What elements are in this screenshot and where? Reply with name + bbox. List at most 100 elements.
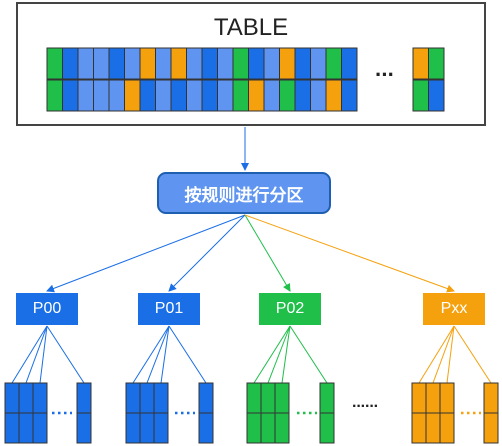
table-row2-cell bbox=[93, 79, 110, 112]
partitions-ellipsis: ······ bbox=[352, 398, 379, 415]
table-row1-cell bbox=[77, 47, 94, 80]
p01-block-cell bbox=[125, 382, 141, 414]
table-tail-row1-cell bbox=[428, 47, 445, 80]
connector-rule-to-p02 bbox=[244, 214, 291, 292]
table-ellipsis: ··· bbox=[375, 62, 395, 87]
table-row1-cell bbox=[46, 47, 63, 80]
table-row2-cell bbox=[62, 79, 79, 112]
table-row2-cell bbox=[232, 79, 249, 112]
p02-small-cell bbox=[319, 382, 335, 414]
p00-block-cell bbox=[18, 412, 34, 444]
p01-block-cell bbox=[153, 382, 169, 414]
pxx-small-cell bbox=[483, 382, 499, 414]
partition-pxx-label: Pxx bbox=[440, 300, 468, 317]
table-row2-cell bbox=[279, 79, 296, 112]
table-row1-cell bbox=[325, 47, 342, 80]
table-row2-cell bbox=[310, 79, 327, 112]
pxx-block-cell bbox=[439, 382, 455, 414]
p00-block-cell bbox=[4, 412, 20, 444]
table-row2-cell bbox=[186, 79, 203, 112]
partition-p01-label: P01 bbox=[154, 300, 184, 317]
pxx-small-cell bbox=[483, 412, 499, 444]
p00-small-cell bbox=[76, 412, 92, 444]
connector-rule-to-p00 bbox=[46, 214, 246, 293]
table-row2-cell bbox=[124, 79, 141, 112]
partition-p02: P02 bbox=[259, 293, 321, 325]
table-row1-cell bbox=[217, 47, 234, 80]
p00-block-cell bbox=[18, 382, 34, 414]
p00-block-cell bbox=[32, 382, 48, 414]
p01-branch-line bbox=[146, 325, 170, 384]
table-row2-cell bbox=[139, 79, 156, 112]
pxx-branch-line bbox=[446, 325, 455, 384]
pxx-block-cell bbox=[439, 412, 455, 444]
pxx-block-cell bbox=[411, 412, 427, 444]
table-tail-row1-cell bbox=[412, 47, 429, 80]
table-row2-cell bbox=[108, 79, 125, 112]
table-row2-cell bbox=[170, 79, 187, 112]
p00-branch-line bbox=[39, 325, 48, 384]
table-cells bbox=[46, 47, 445, 112]
table-row1-cell bbox=[263, 47, 280, 80]
p01-branch-line bbox=[132, 325, 170, 384]
p01-block-cell bbox=[139, 412, 155, 444]
p02-block-cell bbox=[246, 412, 262, 444]
table-row2-cell bbox=[217, 79, 234, 112]
p02-small-cell bbox=[319, 412, 335, 444]
table-row2-cell bbox=[294, 79, 311, 112]
p00-branch-line bbox=[11, 325, 48, 384]
table-title: TABLE bbox=[213, 14, 289, 41]
table-row1-cell bbox=[232, 47, 249, 80]
p02-block-cell bbox=[274, 382, 290, 414]
table-row1-cell bbox=[108, 47, 125, 80]
table-row1-cell bbox=[201, 47, 218, 80]
table-row2-cell bbox=[263, 79, 280, 112]
table-row1-cell bbox=[139, 47, 156, 80]
p02-branch-line bbox=[289, 325, 328, 384]
p01-block-cell bbox=[125, 412, 141, 444]
partition-p00: P00 bbox=[16, 293, 78, 325]
pxx-block-cell bbox=[411, 382, 427, 414]
partition-rule-box: 按规则进行分区 bbox=[157, 172, 331, 214]
p00-block-cell bbox=[4, 382, 20, 414]
p00-branch-line bbox=[46, 325, 85, 384]
table-row1-cell bbox=[248, 47, 265, 80]
p00-block-cell bbox=[32, 412, 48, 444]
p01-branch-line bbox=[168, 325, 207, 384]
partition-rule-label: 按规则进行分区 bbox=[184, 185, 304, 206]
p02-branch-line bbox=[267, 325, 291, 384]
table-row2-cell bbox=[155, 79, 172, 112]
partition-pxx: Pxx bbox=[423, 293, 485, 325]
connectors bbox=[46, 127, 455, 293]
p01-block-cell bbox=[153, 412, 169, 444]
p00-branch-line bbox=[25, 325, 48, 384]
p02-block-cell bbox=[246, 382, 262, 414]
table-row2-cell bbox=[341, 79, 358, 112]
pxx-branch-line bbox=[453, 325, 492, 384]
partition-p01: P01 bbox=[138, 293, 200, 325]
table-row1-cell bbox=[186, 47, 203, 80]
table-tail-row2-cell bbox=[428, 79, 445, 112]
p02-block-cell bbox=[260, 382, 276, 414]
table-row2-cell bbox=[77, 79, 94, 112]
table-row1-cell bbox=[62, 47, 79, 80]
p00-small-cell bbox=[76, 382, 92, 414]
partition-p00-label: P00 bbox=[32, 300, 62, 317]
pxx-block-cell bbox=[425, 412, 441, 444]
table-row2-cell bbox=[248, 79, 265, 112]
pxx-block-cell bbox=[425, 382, 441, 414]
connector-rule-to-p01 bbox=[168, 214, 246, 292]
table-row2-cell bbox=[201, 79, 218, 112]
pxx-branch-line bbox=[418, 325, 455, 384]
connector-rule-to-pxx bbox=[244, 214, 455, 293]
table-row1-cell bbox=[279, 47, 296, 80]
table-row1-cell bbox=[170, 47, 187, 80]
table-row1-cell bbox=[124, 47, 141, 80]
table-row2-cell bbox=[325, 79, 342, 112]
p02-block-cell bbox=[274, 412, 290, 444]
table-row1-cell bbox=[294, 47, 311, 80]
partition-blocks bbox=[4, 325, 499, 444]
table-row1-cell bbox=[310, 47, 327, 80]
p02-branch-line bbox=[253, 325, 291, 384]
